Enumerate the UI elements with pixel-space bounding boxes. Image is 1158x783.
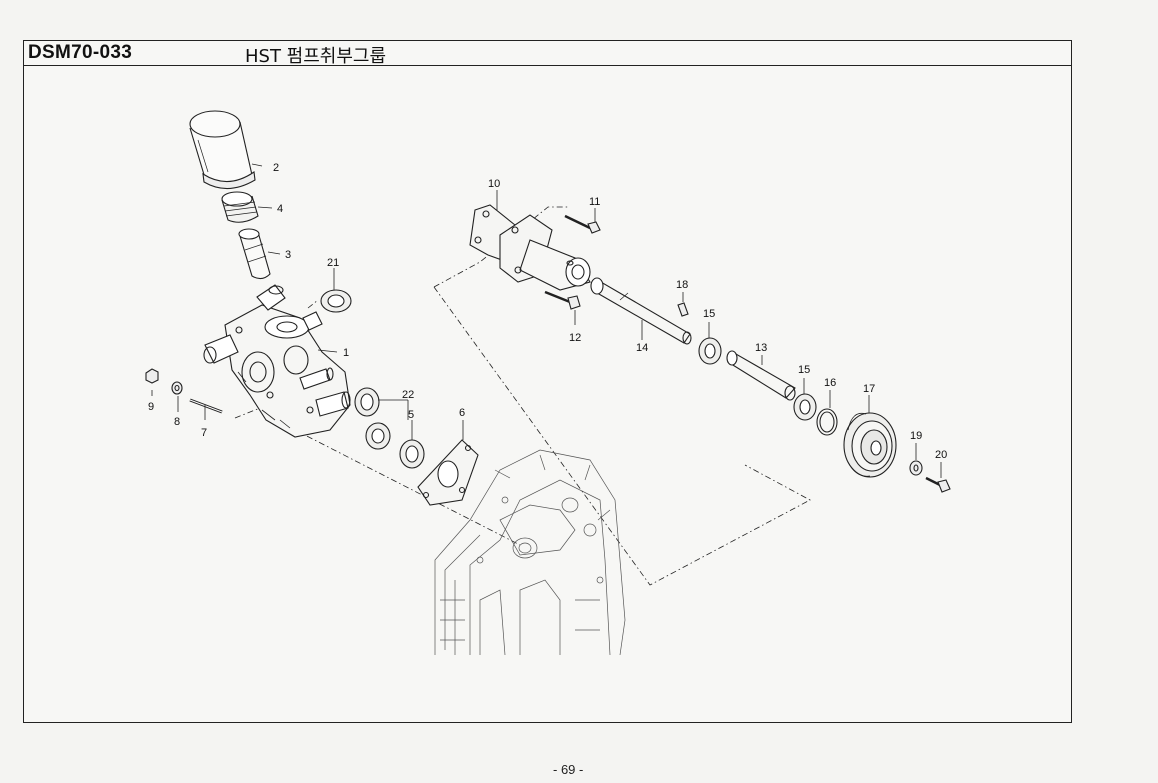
transmission-case — [434, 449, 626, 656]
callout-21: 21 — [327, 257, 339, 269]
callout-3: 3 — [285, 249, 291, 261]
part-5-bearing — [399, 439, 425, 469]
part-6-gasket — [417, 439, 479, 506]
part-12-bolt — [544, 290, 581, 310]
callout-7: 7 — [201, 427, 207, 439]
callout-22: 22 — [402, 389, 414, 401]
part-3-nipple — [238, 228, 271, 280]
part-1-hst-pump — [203, 284, 351, 438]
callout-15a: 15 — [703, 308, 715, 320]
callout-10: 10 — [488, 178, 500, 190]
sheet-header: DSM70-033 HST 펌프취부그룹 — [24, 41, 1071, 67]
callout-2: 2 — [273, 162, 279, 174]
callout-12: 12 — [569, 332, 581, 344]
callout-9: 9 — [148, 401, 154, 413]
callout-14: 14 — [636, 342, 648, 354]
part-16-snap-ring — [816, 408, 838, 436]
page-number: - 69 - — [553, 762, 584, 777]
part-21-seal — [320, 289, 352, 313]
callout-20: 20 — [935, 449, 947, 461]
part-9-nut — [145, 368, 159, 384]
callout-19: 19 — [910, 430, 922, 442]
part-14-shaft — [590, 277, 692, 345]
part-11-bolt — [564, 214, 601, 234]
drawing-code: DSM70-033 — [28, 42, 133, 63]
callout-4: 4 — [277, 203, 283, 215]
leader-lines — [151, 163, 942, 478]
callout-16: 16 — [824, 377, 836, 389]
drawing-title: HST 펌프취부그룹 — [245, 46, 387, 67]
part-18-key — [677, 302, 689, 317]
part-2-filter — [189, 110, 256, 190]
callout-numbers: 2 4 3 21 1 22 5 6 9 8 7 10 11 12 14 18 1… — [148, 162, 947, 461]
part-13-collar — [726, 350, 796, 401]
callout-6: 6 — [459, 407, 465, 419]
callout-13: 13 — [755, 342, 767, 354]
callout-18: 18 — [676, 279, 688, 291]
callout-11: 11 — [589, 196, 600, 208]
part-22-bearing — [354, 387, 391, 450]
callout-5: 5 — [408, 409, 414, 421]
part-10-housing — [469, 204, 591, 291]
part-7-stud — [189, 398, 223, 414]
callout-15b: 15 — [798, 364, 810, 376]
part-20-bolt — [925, 476, 951, 493]
part-15-bearing — [698, 337, 817, 421]
part-19-washer — [909, 460, 923, 476]
callout-8: 8 — [174, 416, 180, 428]
callout-17: 17 — [863, 383, 875, 395]
part-8-washer — [171, 381, 183, 395]
part-4-adapter — [221, 191, 259, 223]
part-17-pulley — [843, 412, 897, 478]
callout-1: 1 — [343, 347, 349, 359]
